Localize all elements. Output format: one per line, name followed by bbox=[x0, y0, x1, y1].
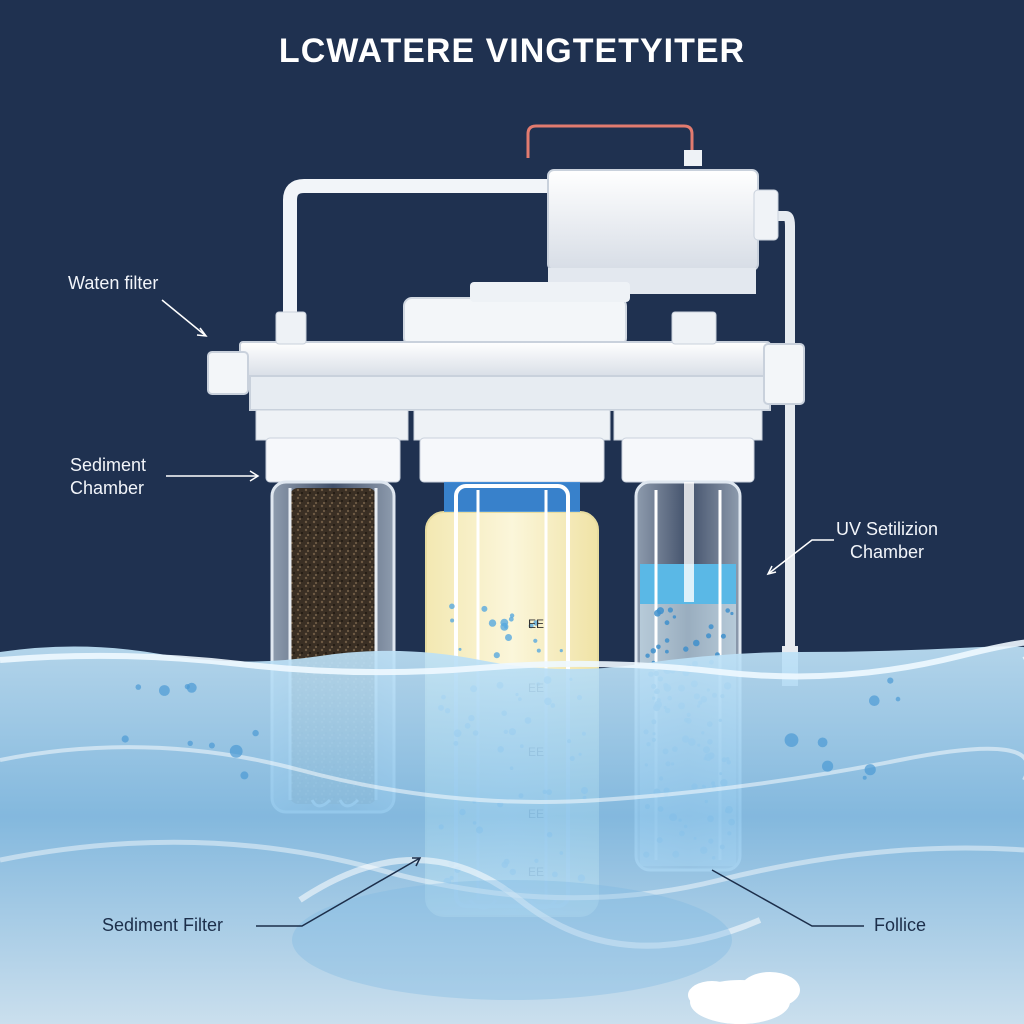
power-wire bbox=[526, 124, 694, 158]
label-follice-text: Follice bbox=[874, 915, 927, 935]
label-water-filter: Waten filter bbox=[68, 272, 158, 295]
bubble bbox=[488, 619, 497, 627]
bubble bbox=[533, 620, 539, 626]
label-sediment-chamber-line2: Chamber bbox=[70, 478, 145, 498]
bubble bbox=[720, 633, 726, 639]
label-uv-chamber-line2: Chamber bbox=[850, 542, 925, 562]
bubble bbox=[505, 634, 512, 641]
bubble bbox=[817, 737, 828, 748]
label-sediment-chamber: Sediment Chamber bbox=[70, 454, 146, 500]
bubble bbox=[672, 615, 677, 619]
bubble bbox=[458, 647, 462, 651]
label-water-filter-text: Waten filter bbox=[68, 273, 159, 293]
bubble bbox=[449, 603, 455, 610]
pump-unit bbox=[547, 169, 779, 294]
bubble bbox=[450, 618, 455, 623]
bubble bbox=[536, 648, 541, 653]
foam bbox=[688, 972, 800, 1024]
bubble bbox=[135, 684, 142, 690]
bubble bbox=[725, 608, 730, 613]
bubble bbox=[187, 740, 193, 746]
bubble bbox=[500, 618, 509, 627]
water-body bbox=[0, 639, 1024, 1024]
bubble bbox=[864, 764, 876, 776]
leader-lines bbox=[161, 299, 834, 576]
bubble bbox=[481, 605, 488, 612]
bubble bbox=[229, 744, 243, 758]
bubble bbox=[730, 611, 734, 616]
leader-lines-dark bbox=[256, 857, 864, 927]
bubble bbox=[664, 620, 670, 626]
bubble bbox=[664, 638, 670, 643]
bubble bbox=[784, 733, 799, 747]
bubble bbox=[208, 742, 215, 749]
bubble bbox=[683, 646, 689, 652]
bubble bbox=[240, 771, 249, 780]
label-sediment-chamber-line1: Sediment bbox=[70, 455, 147, 475]
bubble bbox=[184, 684, 190, 690]
bubble bbox=[121, 735, 129, 743]
bubble bbox=[869, 695, 880, 706]
bubble bbox=[665, 649, 669, 654]
bubble bbox=[559, 649, 563, 653]
bubble bbox=[533, 638, 538, 643]
bubble bbox=[862, 775, 867, 780]
water-droplets bbox=[121, 677, 901, 780]
bubble bbox=[650, 648, 656, 654]
bubble bbox=[708, 624, 714, 630]
filter-caps bbox=[255, 409, 763, 483]
bubble bbox=[493, 652, 500, 659]
bubble bbox=[645, 653, 650, 658]
label-follice: Follice bbox=[874, 914, 926, 937]
label-uv-chamber-line1: UV Setilizion bbox=[836, 519, 939, 539]
bubble bbox=[509, 613, 515, 618]
bubble bbox=[822, 760, 834, 772]
bubble bbox=[887, 677, 894, 684]
diagram-title: LCWATERE VINGTETYITER bbox=[278, 32, 746, 70]
label-sediment-filter-text: Sediment Filter bbox=[102, 915, 224, 935]
bubble bbox=[159, 685, 170, 696]
power-plug bbox=[684, 150, 702, 166]
bubble bbox=[508, 616, 514, 622]
manifold-header bbox=[207, 282, 805, 411]
bubble bbox=[895, 696, 901, 702]
bubble bbox=[656, 644, 661, 650]
bubble bbox=[654, 609, 661, 617]
cartridge-mark: EE bbox=[528, 617, 544, 631]
bubble bbox=[528, 623, 534, 629]
bubble bbox=[706, 633, 712, 639]
bubble bbox=[667, 607, 674, 613]
bubble bbox=[693, 639, 700, 647]
label-uv-chamber: UV Setilizion Chamber bbox=[836, 518, 938, 564]
bubble bbox=[252, 729, 259, 737]
label-sediment-filter: Sediment Filter bbox=[102, 914, 223, 937]
